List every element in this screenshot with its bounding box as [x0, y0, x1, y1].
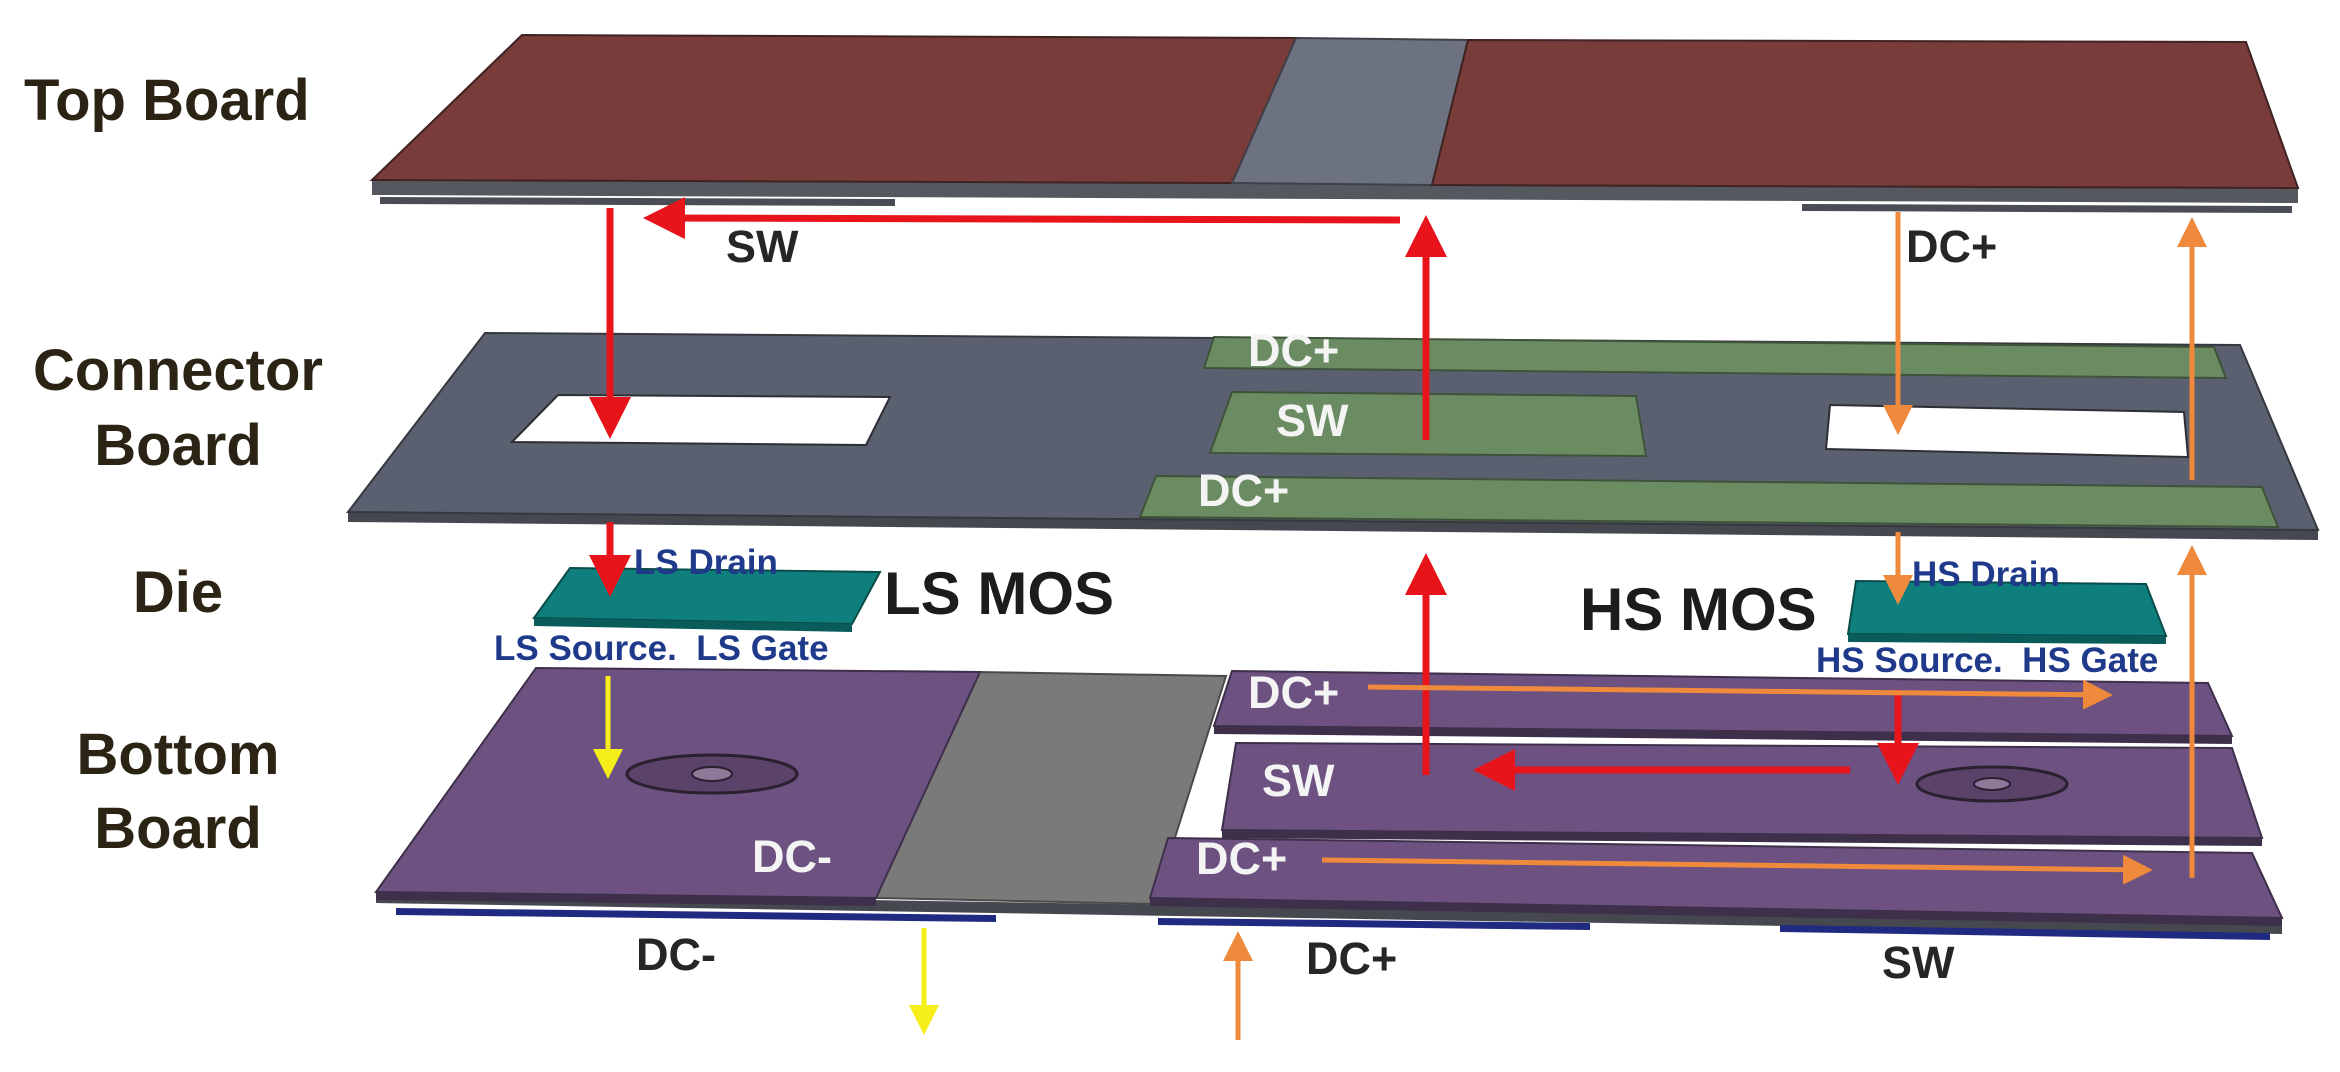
label-bottom-dcplus-upper: DC+ [1248, 667, 1339, 718]
label-under-sw: SW [1882, 937, 1955, 988]
bottom-dcplus-lower-edge [1150, 898, 2282, 926]
connector-dcplus-lower-strip [1138, 474, 2280, 529]
orange-arrow-bottom-dcplus-upper [1367, 679, 2113, 710]
dcminus-via-core [691, 766, 733, 782]
top-board-right-pad [1430, 38, 2300, 190]
top-board-underside-dcplus [1802, 204, 2292, 213]
bottom-sw-pad-edge [1222, 830, 2262, 846]
current-arrows [589, 197, 2207, 1040]
label-top-sw: SW [726, 221, 799, 272]
red-arrow-top-sw-return [643, 197, 1401, 240]
connector-board-edge [348, 512, 2318, 540]
bottom-underside-sw [1780, 925, 2270, 940]
bottom-underside-dcminus [396, 908, 996, 922]
sw-via-core [1973, 777, 2011, 791]
label-hs-drain: HS Drain [1912, 555, 2060, 594]
bottom-dcplus-upper-pad [1212, 669, 2234, 738]
label-hs-mos: HS MOS [1580, 576, 1817, 643]
net-labels: SW DC+ DC+ SW DC+ DC+ SW DC+ DC- DC- DC+… [636, 221, 1997, 988]
top-board-underside-sw [380, 197, 895, 206]
hs-mos-die-edge [1848, 634, 2166, 644]
label-under-dcminus: DC- [636, 929, 716, 980]
layer-labels: Top Board Connector Board Die Bottom Boa… [24, 68, 323, 861]
bottom-board [374, 666, 2284, 940]
label-bottom-dcminus-pad: DC- [752, 831, 832, 882]
label-hs-source-gate: HS Source. HS Gate [1816, 641, 2158, 680]
label-connector-sw: SW [1276, 395, 1349, 446]
label-ls-mos: LS MOS [884, 560, 1114, 627]
top-board-edge [372, 180, 2298, 203]
connector-window-right [1824, 403, 2190, 459]
connector-dcplus-upper-strip [1202, 335, 2228, 380]
label-connector-dcplus-lower: DC+ [1198, 465, 1289, 516]
bottom-underside-dcplus [1158, 918, 1590, 930]
connector-window-left [509, 393, 892, 447]
label-connector-dcplus-upper: DC+ [1248, 325, 1339, 376]
bottom-dcminus-pad-edge [376, 892, 876, 906]
label-top-board: Top Board [24, 68, 310, 133]
label-connector-board-line2: Board [94, 413, 262, 478]
label-ls-drain: LS Drain [634, 543, 778, 582]
top-board-left-pad [369, 33, 1298, 185]
label-die: Die [133, 560, 223, 625]
label-bottom-board-line1: Bottom [77, 722, 280, 787]
label-top-dcplus: DC+ [1906, 221, 1997, 272]
top-board [369, 33, 2300, 213]
label-bottom-sw: SW [1262, 755, 1335, 806]
orange-arrow-bottom-dcplus-lower [1321, 854, 2153, 885]
connector-board [345, 331, 2320, 540]
label-connector-board-line1: Connector [33, 338, 323, 403]
bottom-dcplus-lower-pad [1148, 836, 2284, 920]
device-labels: LS MOS HS MOS LS Drain LS Source. LS Gat… [494, 543, 2158, 680]
label-ls-source-gate: LS Source. LS Gate [494, 629, 829, 668]
label-bottom-board-line2: Board [94, 796, 262, 861]
label-under-dcplus: DC+ [1306, 933, 1397, 984]
bottom-dcplus-upper-edge [1214, 726, 2232, 744]
ls-mos-die-edge [534, 618, 852, 632]
label-bottom-dcplus-lower: DC+ [1196, 833, 1287, 884]
hs-mos-die [1846, 579, 2168, 638]
bottom-sw-pad [1220, 741, 2264, 840]
